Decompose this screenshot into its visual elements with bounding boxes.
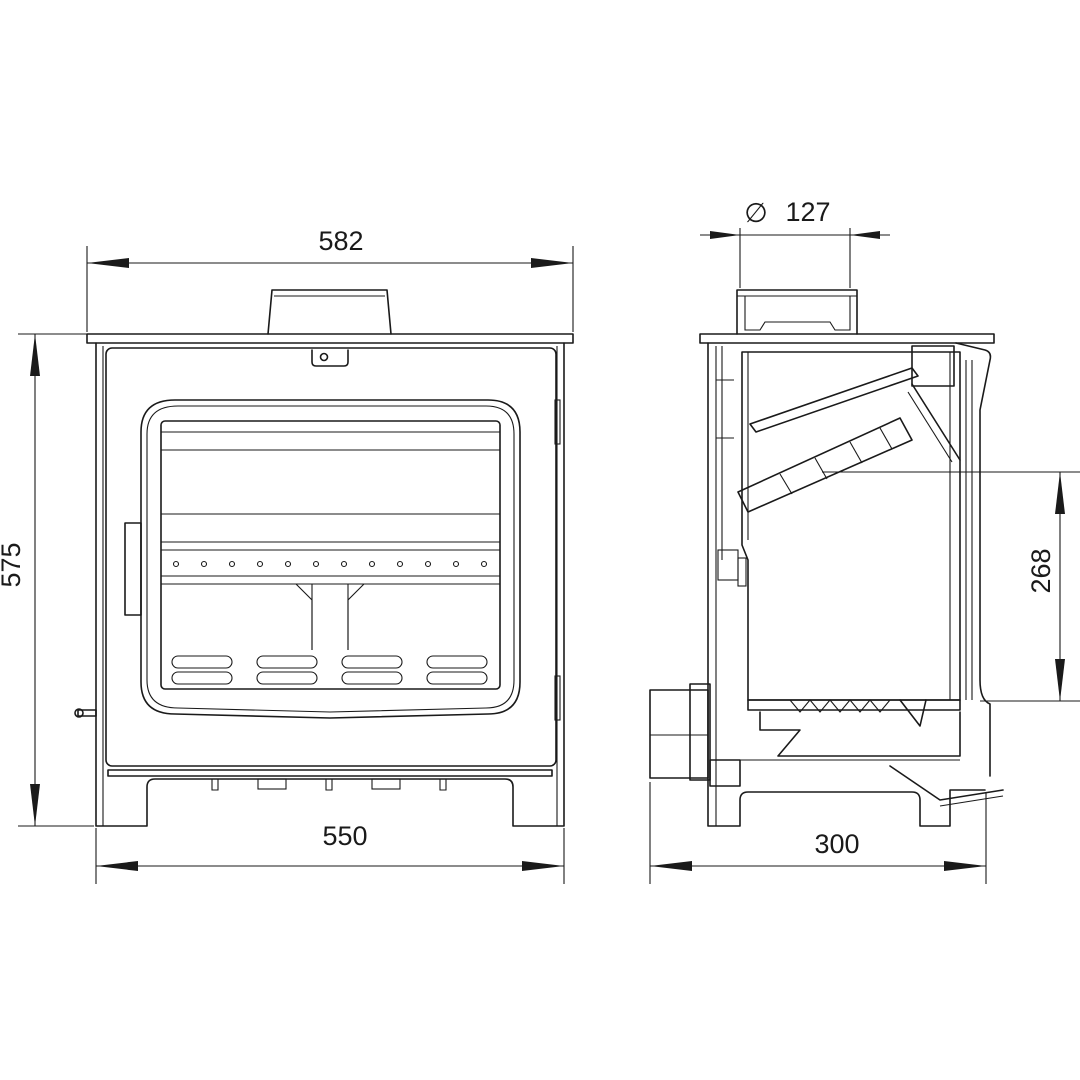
top-plate-front [86, 333, 574, 344]
firebox-side [741, 351, 961, 701]
dim-300-label: 300 [814, 829, 859, 859]
base-fixings [211, 778, 447, 791]
dim-127-label: 127 [785, 197, 830, 227]
glass-window [140, 399, 521, 719]
dimension-depth: 300 [649, 782, 987, 884]
dimension-height: 575 [0, 333, 94, 827]
dimension-top-width: 582 [86, 226, 574, 332]
door-latch [311, 349, 349, 367]
flue-collar-front [267, 289, 392, 335]
flue-collar-side [736, 289, 858, 335]
door-panel [105, 347, 557, 767]
stove-body-front [95, 342, 565, 827]
deflector-brick [737, 417, 913, 513]
air-wash-holes [172, 560, 488, 568]
riddling-lever [889, 765, 1004, 801]
side-view [649, 289, 1004, 827]
door-handle [124, 522, 142, 616]
outside-air-spigot [649, 683, 741, 787]
dim-diameter-symbol: ∅ [744, 198, 768, 228]
dimension-flue-diameter: ∅ 127 [700, 197, 890, 288]
dim-582-label: 582 [318, 226, 363, 256]
air-control-knob [74, 708, 97, 718]
dim-550-label: 550 [322, 821, 367, 851]
top-hinge [554, 399, 561, 445]
ashpan-side [759, 711, 961, 757]
front-view [74, 289, 574, 827]
grate-slots [171, 655, 488, 685]
dim-575-label: 575 [0, 542, 26, 587]
baffle-plate [749, 367, 919, 433]
dimension-base-width: 550 [95, 821, 565, 884]
firebox-interior [160, 420, 501, 690]
ashpan-strip [107, 769, 553, 777]
dimension-outlet-height: 268 [822, 471, 1080, 702]
flue-box [911, 345, 955, 387]
dim-268-label: 268 [1026, 548, 1056, 593]
bottom-hinge [554, 675, 561, 721]
grate-side [747, 699, 961, 727]
stove-body-side [707, 342, 986, 827]
top-plate-side [699, 333, 995, 344]
